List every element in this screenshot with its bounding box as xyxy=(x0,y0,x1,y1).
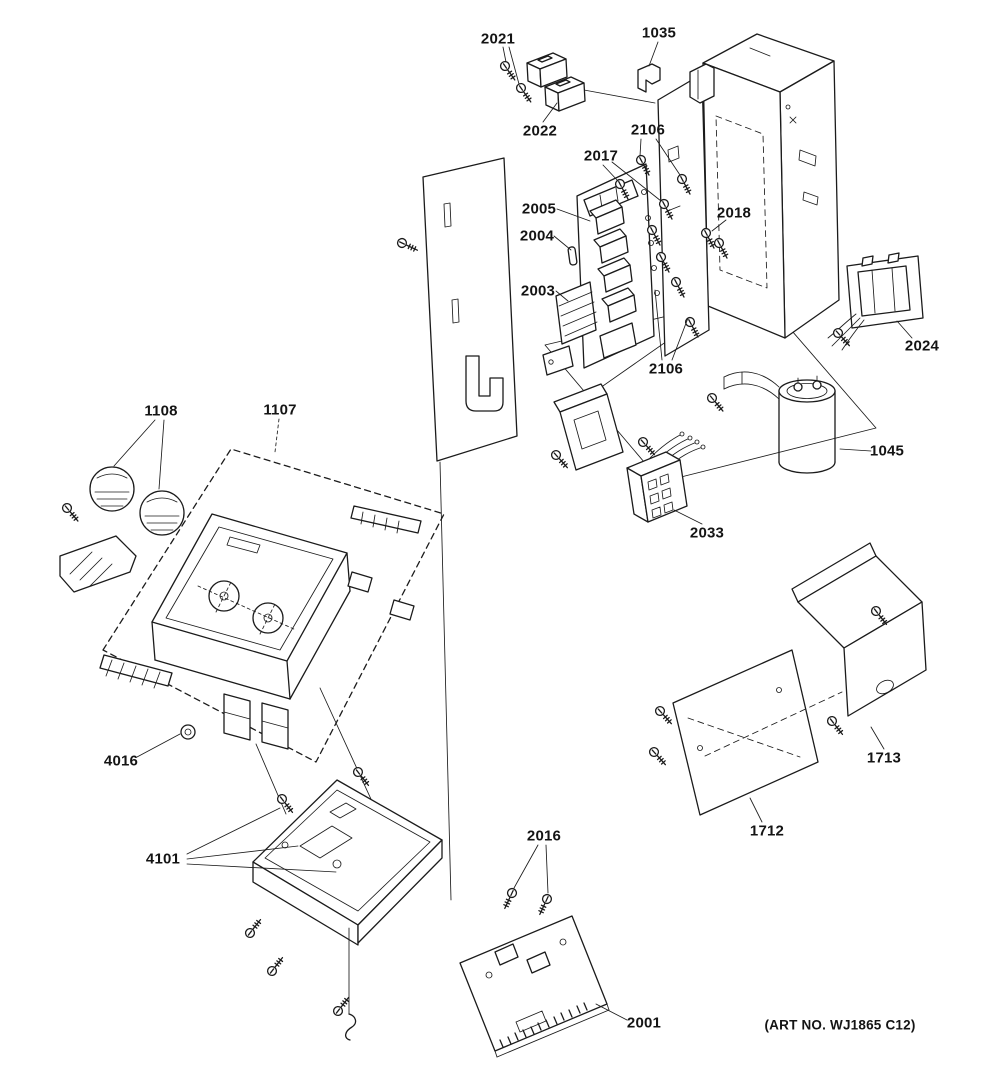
clip-bracket xyxy=(637,63,715,104)
part-label-1713: 1713 xyxy=(866,749,902,767)
inner-panel xyxy=(657,73,710,357)
control-pcb xyxy=(459,915,610,1058)
part-label-2106-top: 2106 xyxy=(630,121,666,139)
part-label-4101: 4101 xyxy=(145,850,181,868)
part-label-1108: 1108 xyxy=(144,402,178,420)
part-label-2024: 2024 xyxy=(904,337,940,355)
part-label-2021: 2021 xyxy=(480,30,516,48)
part-label-2106-bottom: 2106 xyxy=(648,360,684,378)
board-bracket xyxy=(553,383,624,471)
part-label-1035: 1035 xyxy=(641,24,677,42)
part-label-1712: 1712 xyxy=(749,822,785,840)
part-label-1107: 1107 xyxy=(263,401,297,419)
transformer xyxy=(827,252,924,351)
control-board xyxy=(542,163,660,376)
part-label-2001: 2001 xyxy=(626,1014,662,1032)
grommet xyxy=(180,724,196,740)
part-label-4016: 4016 xyxy=(103,752,139,770)
part-label-2005: 2005 xyxy=(521,200,557,218)
switch-assembly xyxy=(526,52,586,112)
control-panel-assembly xyxy=(59,466,422,750)
art-number: (ART NO. WJ1865 C12) xyxy=(764,1017,916,1033)
part-label-2022: 2022 xyxy=(522,122,558,140)
cabinet xyxy=(702,33,840,339)
part-label-2033: 2033 xyxy=(689,524,725,542)
corner-bracket xyxy=(704,542,927,757)
capacitor xyxy=(723,371,836,474)
part-label-2018: 2018 xyxy=(716,204,752,222)
wire-harness-connector xyxy=(626,431,706,523)
leader-lines xyxy=(113,41,913,1021)
side-cover-panel xyxy=(672,649,819,816)
mounting-tray xyxy=(252,779,443,1041)
part-label-2017: 2017 xyxy=(583,147,619,165)
part-label-1045: 1045 xyxy=(869,442,905,460)
part-label-2003: 2003 xyxy=(520,282,556,300)
part-label-2004: 2004 xyxy=(519,227,555,245)
side-panel xyxy=(422,157,518,462)
part-label-2016: 2016 xyxy=(526,827,562,845)
